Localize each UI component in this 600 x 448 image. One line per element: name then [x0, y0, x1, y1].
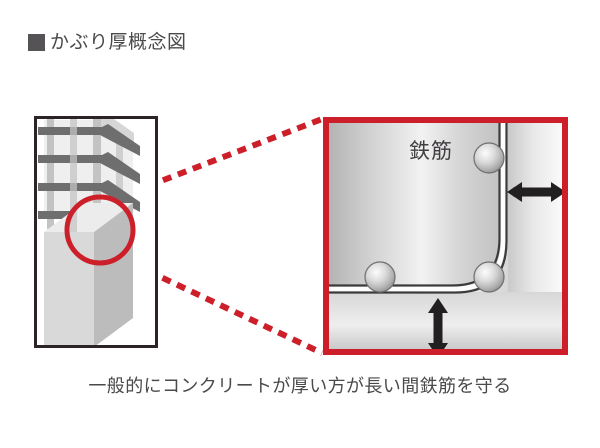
rebar-bottom-left — [364, 261, 396, 293]
column-front-face — [44, 232, 94, 347]
column-3d-panel — [34, 116, 158, 348]
concrete-core — [326, 120, 500, 285]
vertical-bar-1 — [47, 117, 54, 229]
figure-title: かぶり厚概念図 — [28, 33, 187, 52]
rebar-bottom-right — [473, 261, 505, 293]
callout-line-upper — [146, 116, 324, 189]
callout-line-lower — [146, 268, 324, 356]
column-side-face — [94, 203, 133, 347]
rebar-label: 鉄筋 — [409, 139, 453, 163]
cross-section-panel — [323, 117, 568, 355]
figure-caption: 一般的にコンクリートが厚い方が長い間鉄筋を守る — [88, 376, 512, 396]
cross-section-red-border — [323, 117, 568, 355]
hoop-diagonal-1 — [100, 124, 140, 156]
column-panel-border — [34, 116, 158, 348]
circle-highlight-icon — [64, 194, 136, 266]
hoop-diagonal-2 — [100, 152, 140, 184]
zoom-callout-dashed-lines — [146, 116, 324, 356]
cross-section-content — [326, 120, 565, 352]
column-3d-illustration — [38, 117, 140, 347]
vertical-bar-front-overlay — [70, 117, 77, 227]
rebar-top-right — [473, 142, 505, 174]
filled-square-icon — [28, 34, 45, 51]
figure-title-text: かぶり厚概念図 — [50, 32, 187, 53]
vertical-bar-3 — [93, 117, 101, 215]
double-arrow-horizontal-icon — [507, 182, 565, 202]
cover-band-bottom — [326, 292, 565, 352]
